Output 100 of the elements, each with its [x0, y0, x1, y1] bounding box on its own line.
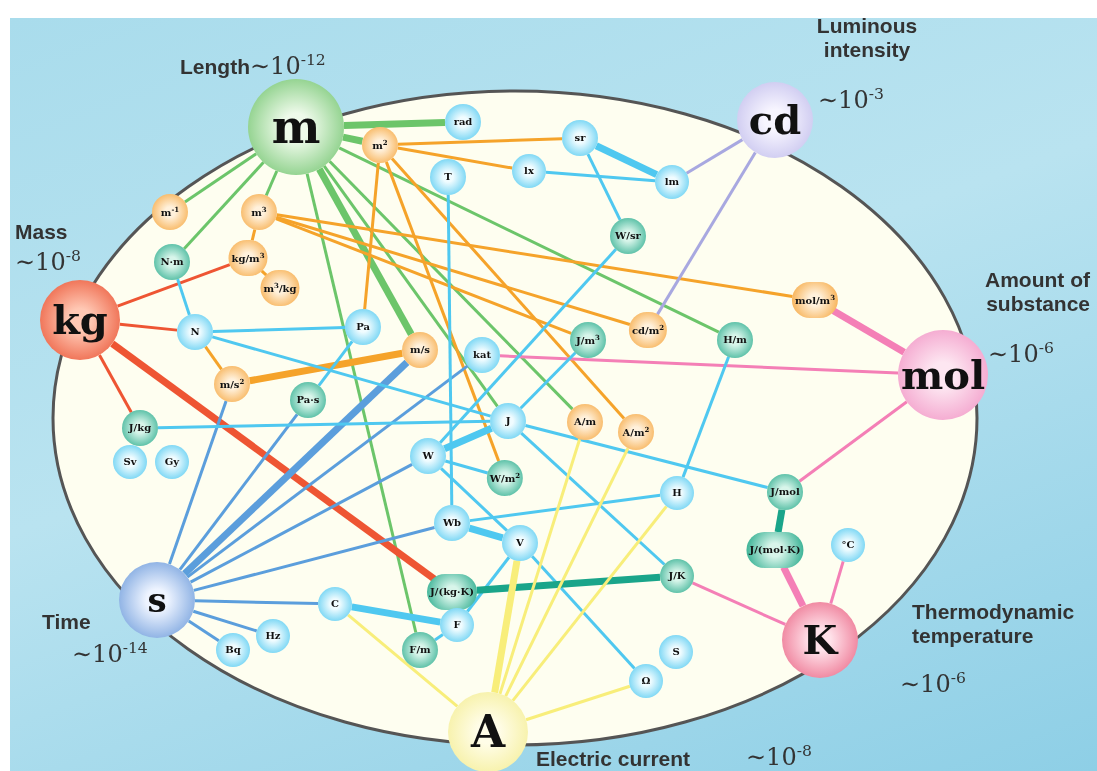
connector-line: [519, 351, 577, 410]
unit-symbol: Sv: [123, 457, 137, 467]
unit-symbol: m/s: [410, 345, 430, 355]
connector-line: [525, 684, 631, 722]
unit-symbol: J/(kg·K): [430, 587, 474, 597]
connector-line: [187, 619, 220, 642]
unit-symbol: Hz: [265, 631, 281, 641]
unit-symbol: W/sr: [615, 231, 641, 241]
connector-line: [264, 170, 279, 197]
connector-line: [468, 524, 504, 542]
unit-symbol: F: [453, 620, 461, 630]
quantity-label: Thermodynamic temperature: [912, 600, 1076, 649]
unit-symbol: m/s$^{2}$: [219, 377, 245, 391]
unit-symbol: kat: [473, 350, 491, 360]
connector-line: [168, 400, 228, 565]
quantity-label: Time: [42, 610, 91, 635]
unit-symbol: kg/m$^{3}$: [231, 251, 265, 265]
connector-line: [157, 419, 491, 430]
connector-line: [390, 157, 626, 420]
connector-line: [183, 161, 265, 250]
magnitude-label: ∼10$^{-6}$: [988, 340, 1054, 369]
connector-line: [594, 142, 659, 178]
unit-symbol: W/m$^{2}$: [489, 471, 521, 485]
connector-line: [446, 195, 454, 505]
unit-symbol: mol: [900, 355, 986, 395]
connector-line: [212, 326, 346, 333]
connector-line: [342, 133, 364, 145]
connector-line: [525, 424, 768, 489]
unit-symbol: H/m: [723, 335, 747, 345]
connector-line: [439, 248, 617, 444]
connector-line: [192, 609, 258, 633]
unit-symbol: Pa·s: [296, 395, 320, 405]
connector-line: [178, 413, 299, 571]
connector-line: [829, 560, 845, 604]
connector-line: [182, 359, 410, 577]
connector-line: [343, 119, 446, 130]
magnitude-label: ∼10$^{-3}$: [818, 86, 884, 115]
unit-symbol: J/K: [668, 571, 686, 581]
connector-line: [98, 354, 133, 413]
connector-line: [780, 565, 807, 608]
connector-line: [211, 335, 492, 418]
magnitude-label: ∼10$^{-8}$: [746, 743, 812, 771]
unit-symbol: F/m: [409, 645, 431, 655]
connector-line: [275, 217, 572, 335]
unit-symbol: sr: [574, 133, 586, 143]
unit-symbol: °C: [841, 540, 855, 550]
connector-line: [511, 505, 668, 702]
connector-line: [322, 165, 499, 408]
unit-symbol: m$^{-1}$: [160, 205, 180, 219]
connector-line: [656, 151, 757, 316]
unit-symbol: Bq: [225, 645, 241, 655]
connector-line: [338, 146, 720, 334]
connector-line: [189, 463, 413, 584]
unit-symbol: m: [271, 104, 321, 150]
unit-symbol: lx: [524, 166, 534, 176]
connector-line: [831, 307, 906, 356]
quantity-label: Amount of substance: [984, 268, 1090, 317]
unit-symbol: m$^{3}$: [251, 205, 267, 219]
connector-line: [504, 447, 630, 697]
unit-symbol: A/m: [574, 417, 596, 427]
connector-line: [444, 459, 489, 475]
quantity-label: Length: [180, 55, 250, 80]
connector-line: [397, 146, 513, 170]
connector-line: [531, 555, 636, 670]
connector-line: [363, 162, 380, 310]
connector-line: [193, 526, 435, 592]
connector-line: [276, 213, 793, 298]
connector-line: [117, 263, 231, 308]
connector-line: [691, 581, 786, 626]
magnitude-label: ∼10$^{-12}$: [250, 52, 326, 81]
unit-symbol: Gy: [164, 457, 180, 467]
unit-symbol: lm: [664, 177, 680, 187]
unit-symbol: K: [802, 620, 838, 660]
connector-line: [443, 425, 493, 452]
unit-symbol: S: [672, 647, 680, 657]
unit-symbol: Ω: [641, 676, 651, 686]
connector-line: [499, 354, 899, 375]
connector-line: [545, 170, 656, 183]
unit-symbol: s: [147, 583, 167, 617]
connector-line: [774, 509, 786, 533]
connector-line: [347, 613, 459, 708]
connector-line: [469, 493, 661, 523]
connector-line: [119, 322, 178, 332]
unit-symbol: mol/m$^{3}$: [794, 293, 836, 307]
magnitude-label: ∼10$^{-8}$: [15, 248, 81, 277]
quantity-label: Luminous intensity: [815, 14, 919, 63]
connector-line: [275, 215, 631, 326]
unit-symbol: J/(mol·K): [749, 545, 801, 555]
quantity-label: Electric current: [536, 747, 691, 771]
unit-symbol: W: [422, 451, 434, 461]
unit-symbol: m$^{3}$/kg: [263, 281, 297, 295]
connector-line: [186, 364, 469, 579]
quantity-label: Mass: [15, 220, 68, 245]
magnitude-label: ∼10$^{-14}$: [72, 640, 148, 669]
unit-symbol: T: [444, 172, 452, 182]
unit-symbol: H: [672, 488, 682, 498]
connector-line: [466, 556, 511, 613]
connector-line: [520, 432, 666, 566]
unit-symbol: cd: [748, 100, 802, 140]
connector-line: [685, 138, 744, 175]
